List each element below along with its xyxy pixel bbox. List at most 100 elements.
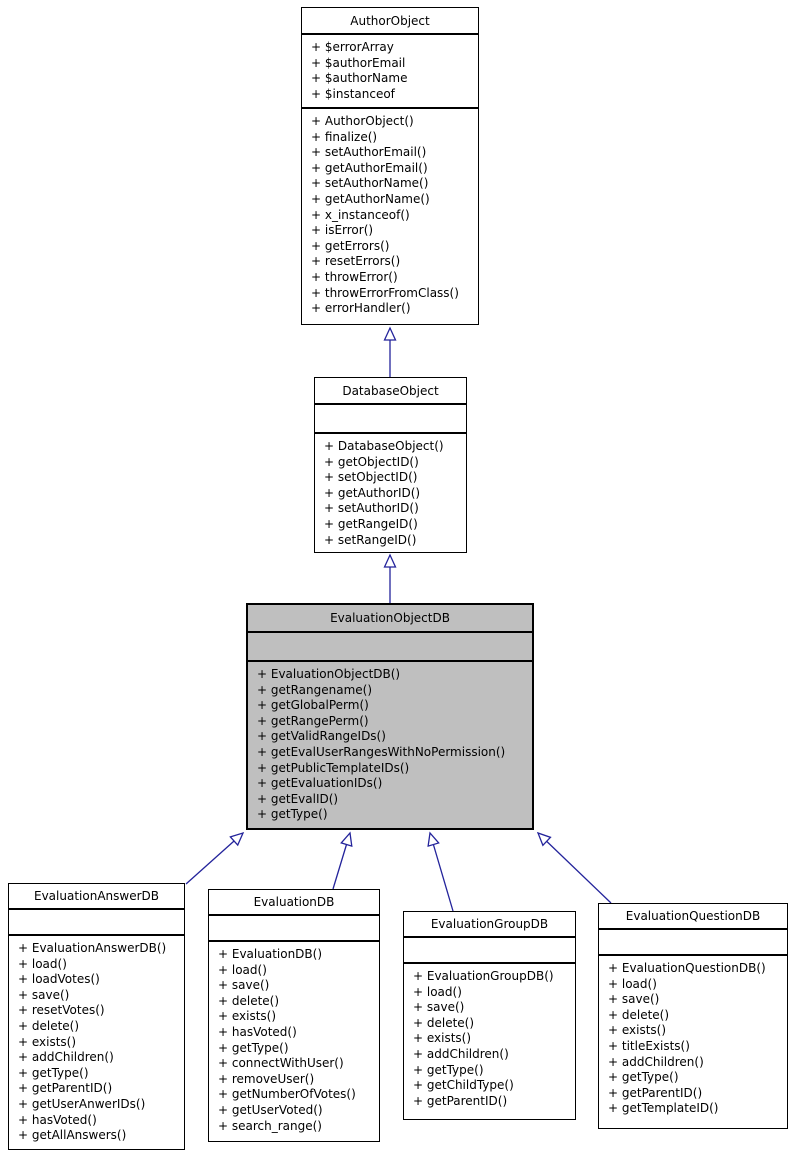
method-row: + setRangeID() bbox=[324, 532, 417, 547]
class-attributes-section bbox=[9, 908, 184, 934]
method-row: + delete() bbox=[608, 1007, 670, 1022]
method-row: + getType() bbox=[413, 1062, 484, 1077]
inheritance-arrow-evaluationanswerdb-to-evaluationobjectdb bbox=[185, 833, 243, 885]
class-box-evaluationobjectdb[interactable]: EvaluationObjectDB + EvaluationObjectDB(… bbox=[246, 603, 534, 830]
method-row: + getErrors() bbox=[311, 238, 390, 253]
inheritance-arrow-evaluationgroupdb-to-evaluationobjectdb bbox=[430, 833, 454, 912]
method-row: + getChildType() bbox=[413, 1078, 514, 1093]
attribute-row: + $authorName bbox=[311, 71, 408, 86]
method-row: + removeUser() bbox=[218, 1071, 315, 1086]
class-methods-section: + DatabaseObject()+ getObjectID()+ setOb… bbox=[315, 432, 466, 552]
method-row: + hasVoted() bbox=[218, 1024, 297, 1039]
class-methods-section: + EvaluationObjectDB()+ getRangename()+ … bbox=[248, 660, 532, 828]
method-row: + setObjectID() bbox=[324, 470, 418, 485]
method-row: + exists() bbox=[413, 1031, 472, 1046]
method-row: + getParentID() bbox=[608, 1085, 703, 1100]
method-row: + getTemplateID() bbox=[608, 1101, 719, 1116]
method-row: + getType() bbox=[608, 1070, 679, 1085]
class-title: EvaluationQuestionDB bbox=[625, 909, 761, 923]
class-box-evaluationdb[interactable]: EvaluationDB + EvaluationDB()+ load()+ s… bbox=[208, 889, 380, 1142]
method-row: + exists() bbox=[18, 1034, 77, 1049]
method-row: + titleExists() bbox=[608, 1038, 690, 1053]
method-row: + load() bbox=[413, 984, 462, 999]
method-row: + delete() bbox=[18, 1018, 80, 1033]
method-row: + getNumberOfVotes() bbox=[218, 1087, 356, 1102]
class-title: EvaluationDB bbox=[253, 895, 335, 909]
method-row: + connectWithUser() bbox=[218, 1056, 344, 1071]
method-row: + getParentID() bbox=[18, 1081, 113, 1096]
method-row: + setAuthorID() bbox=[324, 501, 419, 516]
method-row: + hasVoted() bbox=[18, 1112, 97, 1127]
class-box-databaseobject[interactable]: DatabaseObject + DatabaseObject()+ getOb… bbox=[314, 377, 467, 553]
method-row: + EvaluationObjectDB() bbox=[257, 667, 401, 681]
class-box-evaluationquestiondb[interactable]: EvaluationQuestionDB + EvaluationQuestio… bbox=[598, 903, 788, 1129]
method-row: + getRangename() bbox=[257, 682, 373, 697]
method-row: + EvaluationQuestionDB() bbox=[608, 961, 766, 975]
method-row: + throwErrorFromClass() bbox=[311, 285, 459, 300]
method-row: + addChildren() bbox=[608, 1054, 704, 1069]
class-methods-section: + EvaluationDB()+ load()+ save()+ delete… bbox=[209, 940, 379, 1141]
method-row: + load() bbox=[608, 976, 657, 991]
method-row: + resetVotes() bbox=[18, 1003, 105, 1018]
method-row: + getAllAnswers() bbox=[18, 1128, 127, 1143]
method-row: + getRangeID() bbox=[324, 516, 418, 531]
method-row: + getEvalID() bbox=[257, 791, 339, 806]
class-title: EvaluationGroupDB bbox=[430, 917, 549, 931]
method-row: + getAuthorEmail() bbox=[311, 160, 428, 175]
method-row: + getUserAnwerIDs() bbox=[18, 1096, 146, 1111]
method-row: + errorHandler() bbox=[311, 301, 411, 316]
attribute-row: + $errorArray bbox=[311, 40, 394, 54]
class-methods-section: + EvaluationQuestionDB()+ load()+ save()… bbox=[599, 954, 787, 1128]
method-row: + exists() bbox=[608, 1023, 667, 1038]
method-row: + setAuthorName() bbox=[311, 176, 429, 191]
attribute-row: + $instanceof bbox=[311, 86, 395, 101]
class-box-authorobject[interactable]: AuthorObject + $errorArray+ $authorEmail… bbox=[301, 7, 479, 325]
class-title: EvaluationAnswerDB bbox=[34, 889, 159, 903]
method-row: + getParentID() bbox=[413, 1093, 508, 1108]
method-row: + AuthorObject() bbox=[311, 114, 414, 128]
method-row: + getValidRangeIDs() bbox=[257, 729, 386, 744]
method-row: + getObjectID() bbox=[324, 454, 419, 469]
class-attributes-section bbox=[599, 928, 787, 954]
class-methods-section: + EvaluationAnswerDB()+ load()+ loadVote… bbox=[9, 934, 184, 1149]
method-row: + EvaluationDB() bbox=[218, 947, 323, 961]
method-row: + loadVotes() bbox=[18, 972, 100, 987]
inheritance-arrow-evaluationdb-to-evaluationobjectdb bbox=[332, 833, 350, 890]
class-attributes-section bbox=[404, 936, 575, 962]
attribute-row: + $authorEmail bbox=[311, 55, 406, 70]
method-row: + getEvaluationIDs() bbox=[257, 776, 383, 791]
method-row: + getUserVoted() bbox=[218, 1102, 323, 1117]
method-row: + getType() bbox=[257, 807, 328, 822]
class-title: EvaluationObjectDB bbox=[330, 611, 450, 625]
method-row: + getType() bbox=[18, 1065, 89, 1080]
class-title: DatabaseObject bbox=[342, 383, 439, 398]
method-row: + getAuthorID() bbox=[324, 485, 421, 500]
method-row: + isError() bbox=[311, 223, 374, 238]
class-attributes-section bbox=[315, 403, 466, 432]
method-row: + resetErrors() bbox=[311, 254, 401, 269]
method-row: + save() bbox=[18, 987, 70, 1002]
method-row: + addChildren() bbox=[18, 1050, 114, 1065]
method-row: + x_instanceof() bbox=[311, 207, 410, 222]
method-row: + delete() bbox=[413, 1015, 475, 1030]
method-row: + getGlobalPerm() bbox=[257, 698, 369, 713]
method-row: + throwError() bbox=[311, 269, 398, 284]
class-box-evaluationgroupdb[interactable]: EvaluationGroupDB + EvaluationGroupDB()+… bbox=[403, 911, 576, 1120]
class-attributes-section: + $errorArray+ $authorEmail+ $authorName… bbox=[302, 33, 478, 107]
method-row: + getPublicTemplateIDs() bbox=[257, 760, 410, 775]
method-row: + save() bbox=[608, 992, 660, 1007]
method-row: + getAuthorName() bbox=[311, 191, 430, 206]
method-row: + save() bbox=[413, 1000, 465, 1015]
method-row: + getRangePerm() bbox=[257, 713, 369, 728]
method-row: + load() bbox=[218, 962, 267, 977]
method-row: + search_range() bbox=[218, 1118, 322, 1133]
class-attributes-section bbox=[248, 631, 532, 660]
method-row: + addChildren() bbox=[413, 1046, 509, 1061]
class-box-evaluationanswerdb[interactable]: EvaluationAnswerDB + EvaluationAnswerDB(… bbox=[8, 883, 185, 1150]
class-methods-section: + EvaluationGroupDB()+ load()+ save()+ d… bbox=[404, 962, 575, 1119]
method-row: + exists() bbox=[218, 1009, 277, 1024]
method-row: + setAuthorEmail() bbox=[311, 145, 427, 160]
method-row: + getEvalUserRangesWithNoPermission() bbox=[257, 744, 506, 759]
class-title: AuthorObject bbox=[350, 13, 430, 28]
